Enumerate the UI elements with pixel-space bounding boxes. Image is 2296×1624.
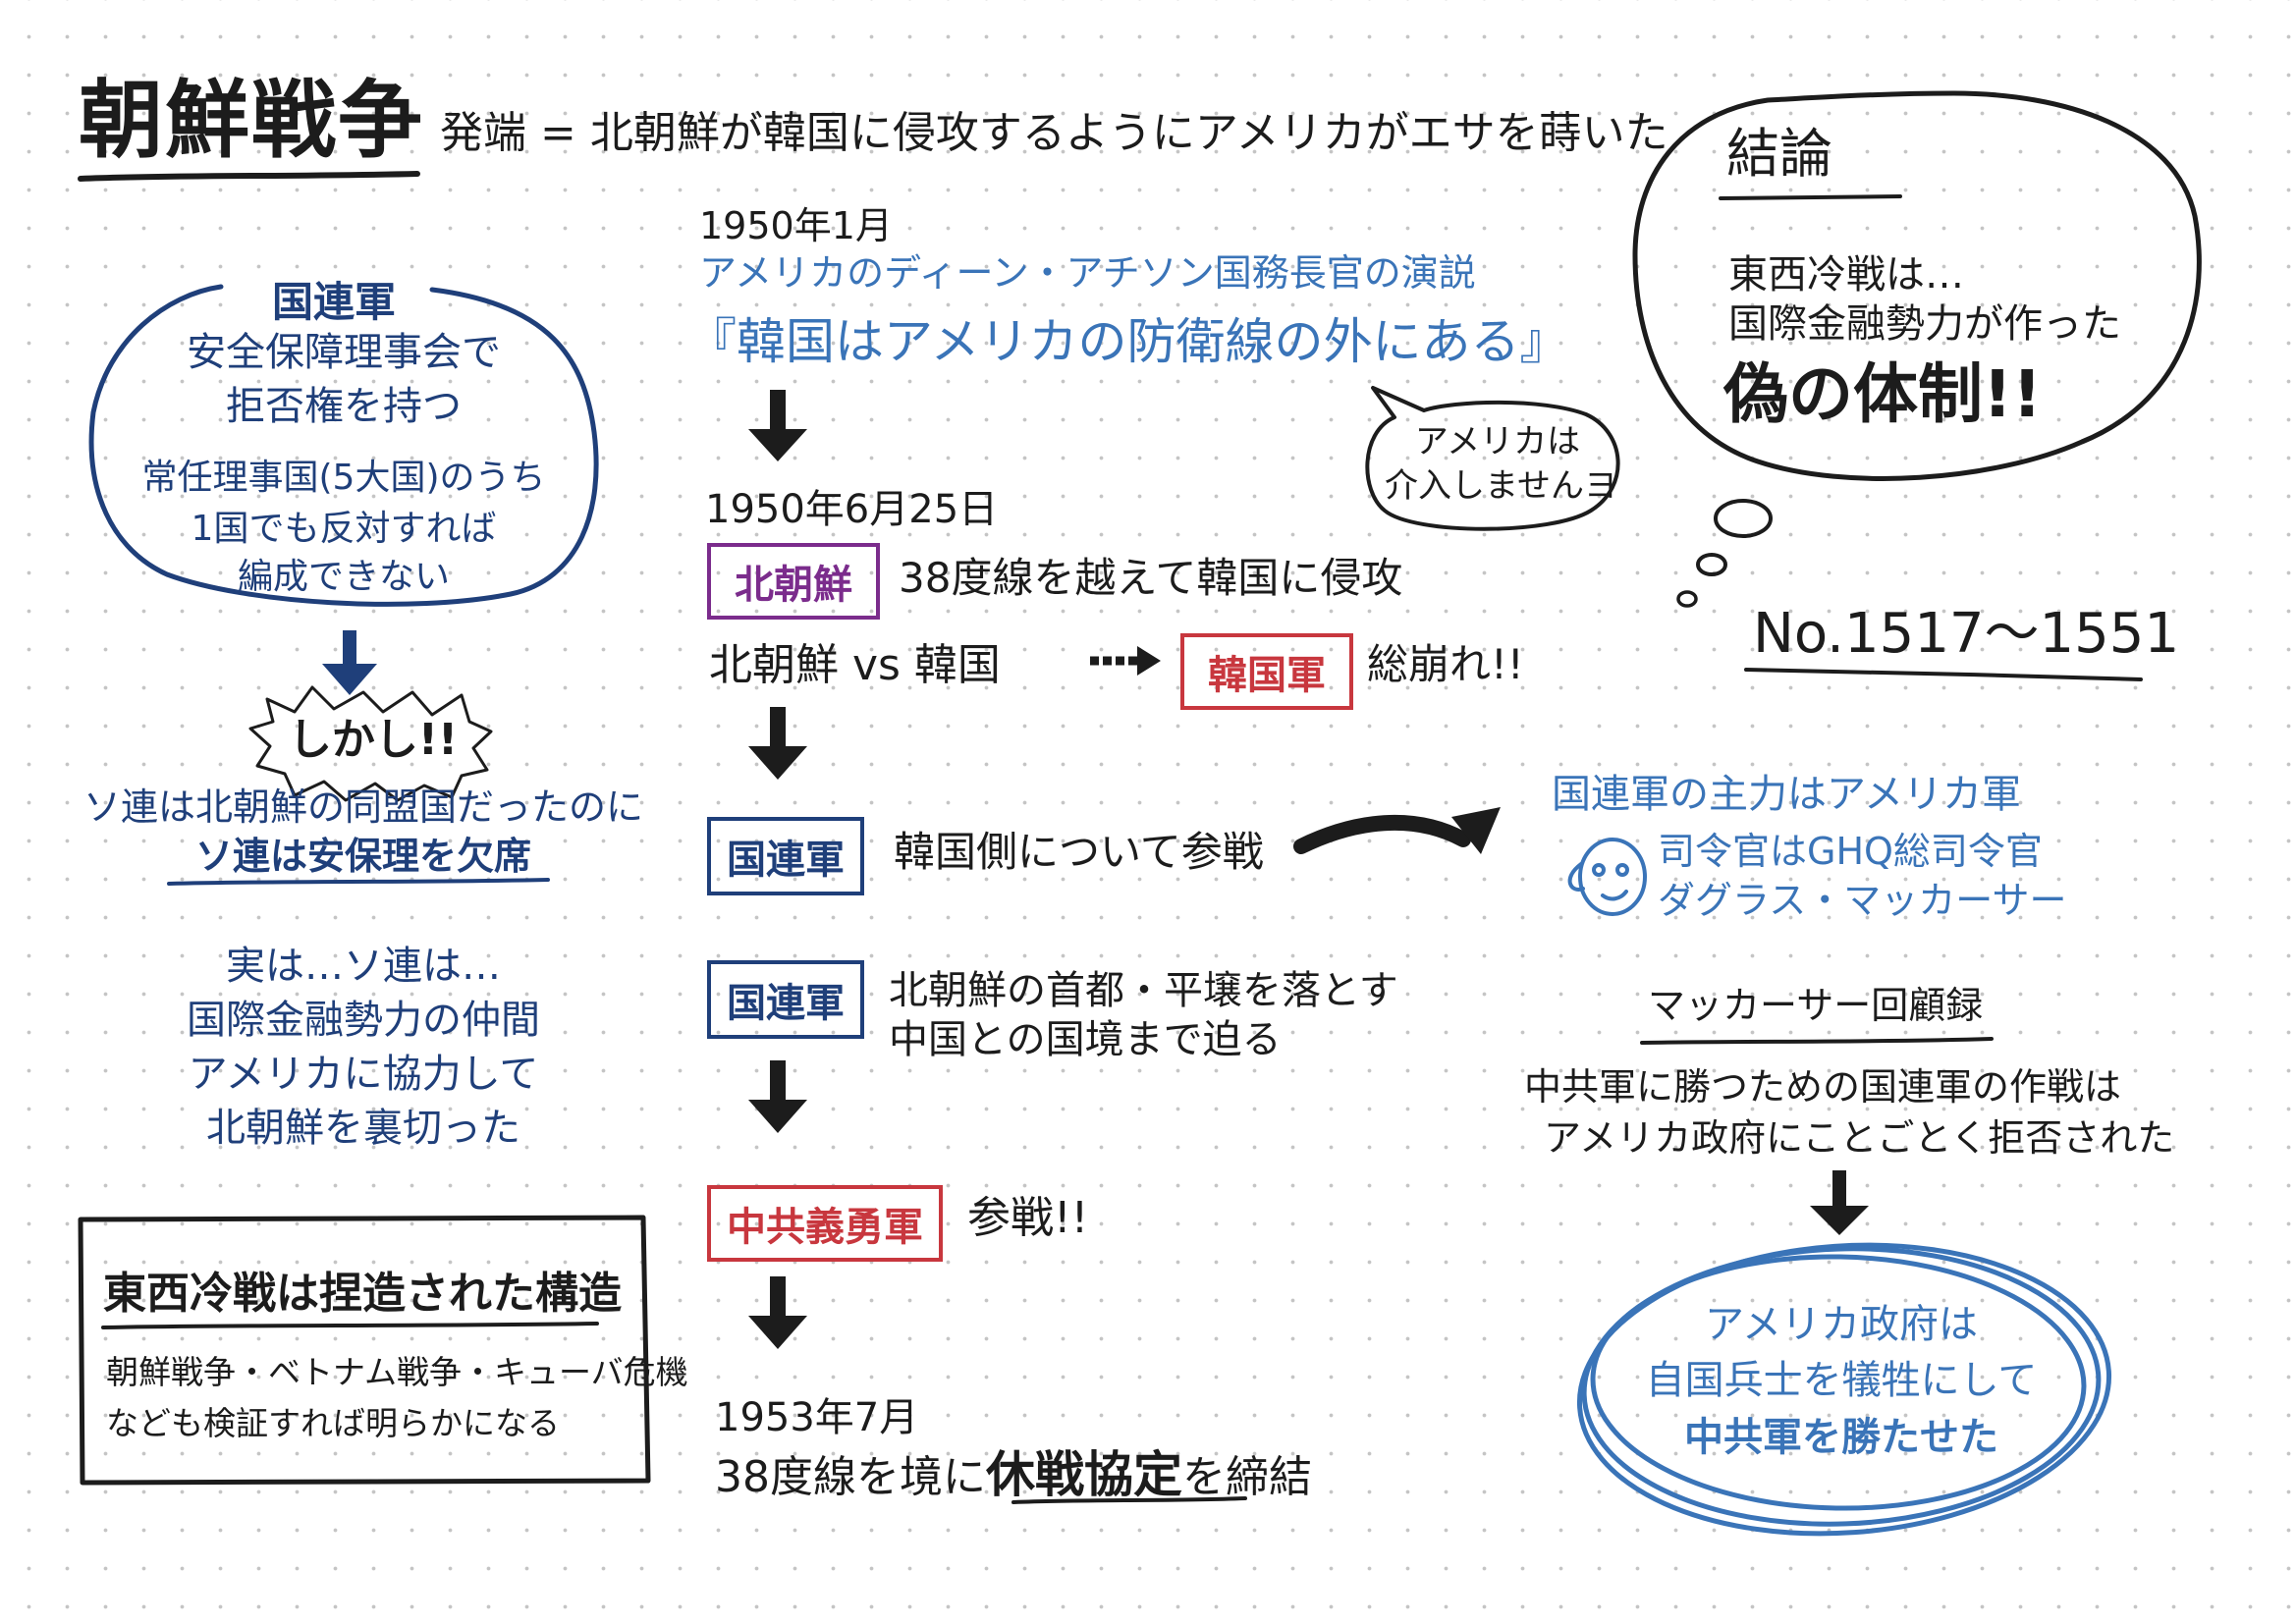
memoir-line-2: アメリカ政府にことごとく拒否された	[1544, 1116, 2175, 1160]
un-bubble-line-1: 安全保障理事会で	[187, 330, 501, 375]
final-line-1: アメリカ政府は	[1705, 1302, 1978, 1347]
truth-line-2: 国際金融勢力の仲間	[187, 998, 540, 1043]
conclusion-line-1: 東西冷戦は…	[1728, 252, 1964, 298]
final-line-3: 中共軍を勝たせた	[1684, 1415, 1998, 1460]
armistice-underline	[1011, 1496, 1247, 1504]
cold-war-box-line-1: 朝鮮戦争・ベトナム戦争・キューバ危機	[106, 1353, 688, 1391]
macarthur-face-icon	[1567, 838, 1647, 916]
event-7-emphasis: 休戦協定	[986, 1446, 1182, 1503]
cold-war-box-line-2: なども検証すれば明らかになる	[106, 1404, 560, 1442]
thought-dot-1	[1714, 499, 1773, 538]
un-bubble-outline	[88, 284, 599, 607]
timeline-arrows	[748, 390, 807, 1349]
un-bubble-title: 国連軍	[246, 278, 422, 328]
event-1-date: 1950年1月	[699, 204, 893, 247]
event-5-tag: 国連軍	[707, 960, 864, 1039]
truth-line-4: 北朝鮮を裏切った	[206, 1106, 520, 1151]
event-7-suffix: を締結	[1182, 1452, 1312, 1502]
number-underline	[1744, 668, 2143, 681]
event-1-quote: 『韓国はアメリカの防衛線の外にある』	[687, 313, 1569, 370]
event-7-prefix: 38度線を境に	[715, 1452, 986, 1502]
cold-war-box-title: 東西冷戦は捏造された構造	[103, 1269, 622, 1319]
cold-war-box-underline	[101, 1322, 599, 1329]
final-ellipse-outline	[1576, 1242, 2112, 1537]
down-arrow-right-icon	[1810, 1170, 1869, 1235]
conclusion-line-3: 偽の体制!!	[1723, 356, 2043, 432]
down-arrow-icon	[322, 630, 377, 695]
curved-arrow-icon	[1293, 807, 1501, 854]
event-2-date: 1950年6月25日	[705, 487, 999, 532]
event-1-speaker: アメリカのディーン・アチソン国務長官の演説	[699, 251, 1476, 295]
conclusion-title-underline	[1719, 194, 1902, 200]
un-main-line-2: 司令官はGHQ総司令官	[1658, 830, 2043, 873]
memoir-line-1: 中共軍に勝つための国連軍の作戦は	[1524, 1065, 2122, 1109]
conclusion-bubble-outline	[1632, 90, 2202, 481]
page-subtitle: 発端 = 北朝鮮が韓国に侵攻するようにアメリカがエサを蒔いた	[440, 108, 1668, 158]
event-3-text: 総崩れ!!	[1367, 640, 1524, 688]
event-6-tag: 中共義勇軍	[707, 1185, 943, 1262]
un-bubble-line-3: 常任理事国(5大国)のうち	[141, 458, 546, 498]
event-7-date: 1953年7月	[715, 1395, 919, 1440]
number-range: No.1517〜1551	[1753, 602, 2179, 666]
however-label: しかし!!	[288, 715, 459, 765]
speech-bubble-line-2: 介入しませんヨ	[1385, 466, 1617, 506]
cold-war-box-outline	[78, 1215, 651, 1486]
thought-dot-2	[1696, 553, 1727, 576]
soviet-line-1: ソ連は北朝鮮の同盟国だったのに	[82, 785, 643, 829]
speech-bubble-line-1: アメリカは	[1414, 422, 1581, 461]
speech-bubble-outline	[1365, 386, 1620, 531]
conclusion-title: 結論	[1726, 123, 1832, 185]
conclusion-line-2: 国際金融勢力が作った	[1728, 301, 2121, 347]
un-main-line-3: ダグラス・マッカーサー	[1658, 879, 2067, 922]
memoir-title: マッカーサー回顧録	[1648, 984, 1984, 1027]
burst-icon	[248, 685, 493, 802]
truth-line-3: アメリカに協力して	[188, 1052, 539, 1097]
event-3-left: 北朝鮮 vs 韓国	[709, 640, 1001, 690]
right-arrow-icon	[1090, 646, 1161, 676]
soviet-line-2: ソ連は安保理を欠席	[194, 835, 531, 878]
event-3-tag: 韓国軍	[1180, 633, 1353, 710]
page-title: 朝鮮戦争	[79, 72, 424, 170]
event-7-text: 38度線を境に休戦協定を締結	[715, 1445, 1312, 1504]
event-6-text: 参戦!!	[967, 1193, 1089, 1243]
soviet-underline	[167, 878, 550, 886]
final-line-2: 自国兵士を犠牲にして	[1645, 1358, 2038, 1403]
memoir-underline	[1640, 1037, 1994, 1045]
un-bubble-line-2: 拒否権を持つ	[226, 384, 462, 429]
event-2-tag: 北朝鮮	[707, 543, 880, 620]
un-main-line-1: 国連軍の主力はアメリカ軍	[1552, 772, 2021, 817]
event-5-line-2: 中国との国境まで迫る	[889, 1017, 1282, 1062]
thought-dot-3	[1676, 590, 1698, 608]
un-bubble-line-4: 1国でも反対すれば	[191, 509, 497, 549]
event-4-text: 韓国側について参戦	[894, 828, 1264, 876]
event-4-tag: 国連軍	[707, 817, 864, 895]
un-bubble-line-5: 編成できない	[237, 557, 450, 597]
event-2-text: 38度線を越えて韓国に侵攻	[899, 554, 1403, 602]
event-5-line-1: 北朝鮮の首都・平壌を落とす	[889, 968, 1398, 1013]
title-underline	[78, 171, 420, 182]
truth-line-1: 実は…ソ連は…	[226, 944, 501, 989]
